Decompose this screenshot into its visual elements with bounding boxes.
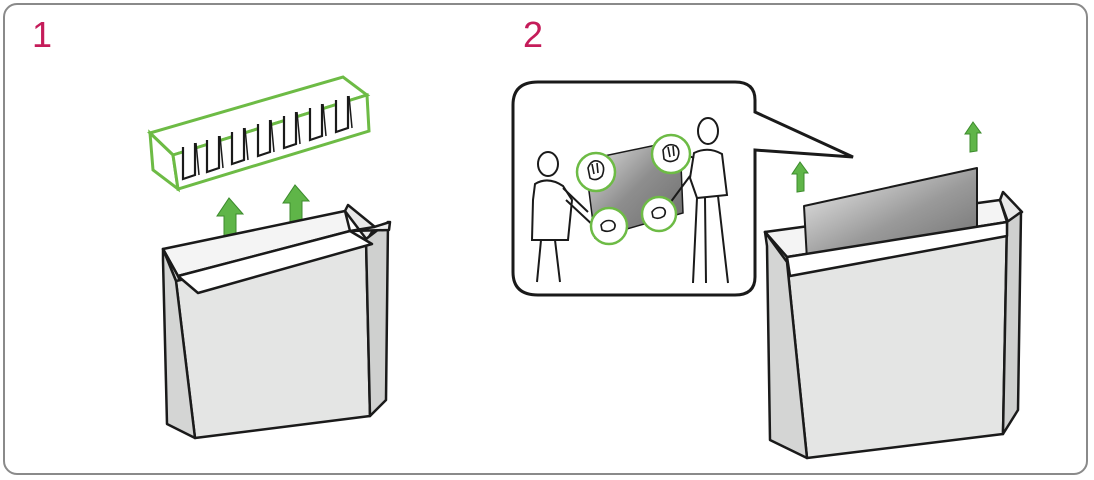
up-arrow-icon: [964, 121, 982, 153]
step-number-1: 1: [32, 14, 53, 55]
box-with-tv: [763, 167, 1024, 460]
person-right: [666, 117, 729, 284]
foam-insert: [147, 75, 371, 193]
up-arrow-icon: [791, 161, 809, 193]
hands: [587, 143, 680, 233]
box-open: [161, 203, 392, 440]
instruction-panel: [3, 3, 1088, 475]
step-number-2: 2: [523, 14, 544, 55]
person-left: [530, 151, 597, 283]
grip-highlights: [575, 133, 692, 246]
